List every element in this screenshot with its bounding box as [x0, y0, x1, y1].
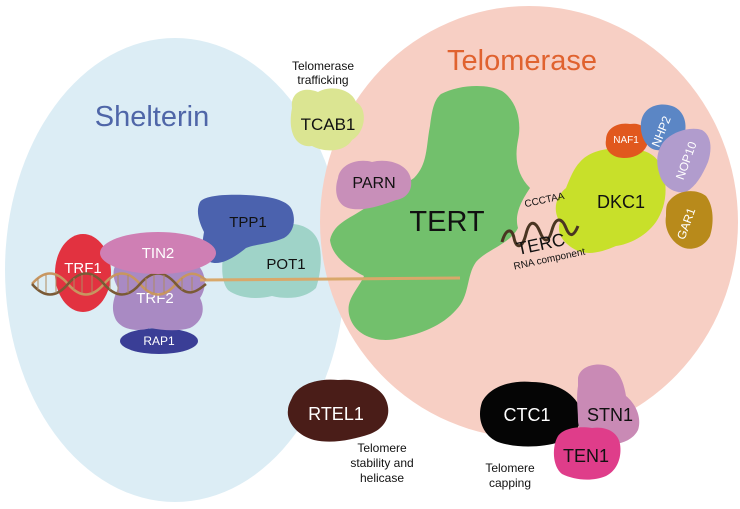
tert-label: TERT [409, 206, 484, 238]
ctc1-label: CTC1 [503, 405, 550, 425]
tin2-protein [100, 232, 216, 274]
tcab1-protein [290, 88, 364, 151]
rtel1-protein [287, 379, 389, 442]
rap1-label: RAP1 [143, 334, 175, 348]
tpp1-protein [197, 194, 294, 264]
naf1-protein [605, 123, 649, 158]
telomerase-title: Telomerase [447, 45, 597, 77]
parn-label: PARN [352, 175, 395, 192]
dkc1-label: DKC1 [597, 192, 645, 212]
dkc1-protein [555, 148, 666, 253]
stn1-label: STN1 [587, 405, 633, 425]
rtel1-annotation-line1: Telomere [357, 441, 407, 455]
tcab1-annotation-line2: trafficking [297, 73, 348, 87]
rtel1-annotation-line3: helicase [360, 471, 404, 485]
tin2-label: TIN2 [142, 245, 175, 262]
shelterin-title: Shelterin [95, 101, 209, 133]
ctc1-protein [479, 381, 582, 447]
trf1-label: TRF1 [64, 260, 102, 277]
tert-protein [330, 85, 530, 340]
rtel1-label: RTEL1 [308, 404, 364, 424]
tcab1-annotation-line1: Telomerase [292, 59, 354, 73]
nop10-protein [657, 128, 711, 193]
stn1-protein [577, 364, 640, 445]
tcab1-label: TCAB1 [301, 115, 356, 134]
terc-rna-strand [500, 218, 580, 248]
pot1-label: POT1 [266, 256, 305, 273]
dna-helix [31, 272, 207, 296]
rap1-protein [120, 328, 198, 354]
gar1-protein [665, 191, 713, 249]
telomeric-dna-tail [199, 276, 461, 282]
ten1-label: TEN1 [563, 446, 609, 466]
ten1-protein [553, 427, 621, 480]
cst-annotation-line2: capping [489, 476, 531, 490]
parn-protein [336, 160, 412, 210]
naf1-label: NAF1 [613, 135, 639, 146]
tpp1-label: TPP1 [229, 214, 267, 231]
rtel1-annotation-line2: stability and [350, 456, 413, 470]
cst-annotation-line1: Telomere [485, 461, 535, 475]
